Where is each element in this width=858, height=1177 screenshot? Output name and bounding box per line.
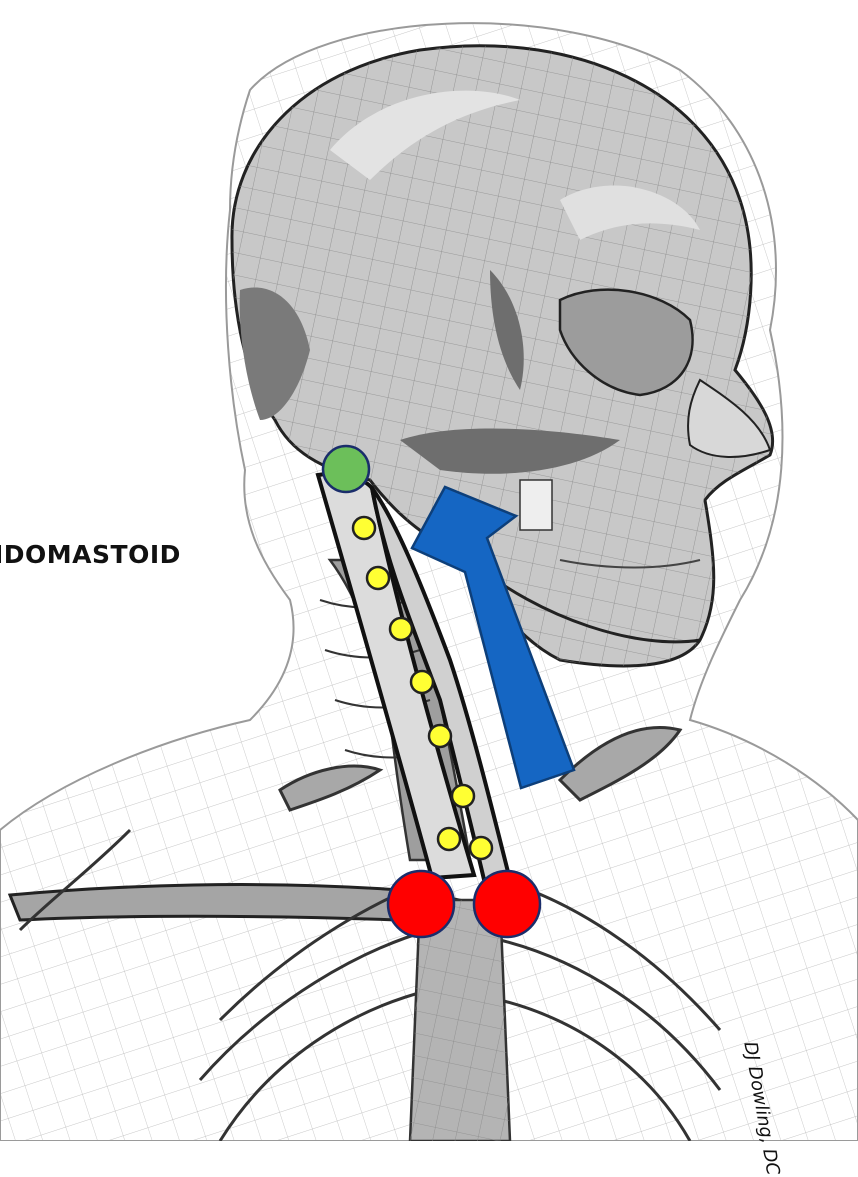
fiber-dot bbox=[353, 517, 375, 539]
clavicular-attachment-marker bbox=[474, 871, 540, 937]
anatomy-diagram bbox=[0, 0, 858, 1141]
fiber-dot bbox=[438, 828, 460, 850]
fiber-dot bbox=[429, 725, 451, 747]
sternal-attachment-marker bbox=[388, 871, 454, 937]
fiber-dot bbox=[367, 567, 389, 589]
fiber-dot bbox=[390, 618, 412, 640]
anatomy-illustration bbox=[0, 0, 858, 1141]
muscle-name-label: IDOMASTOID bbox=[0, 540, 181, 569]
fiber-dot bbox=[470, 837, 492, 859]
fiber-dot bbox=[411, 671, 433, 693]
mastoid-attachment-marker bbox=[323, 446, 369, 492]
fiber-dot bbox=[452, 785, 474, 807]
teeth bbox=[520, 480, 552, 530]
